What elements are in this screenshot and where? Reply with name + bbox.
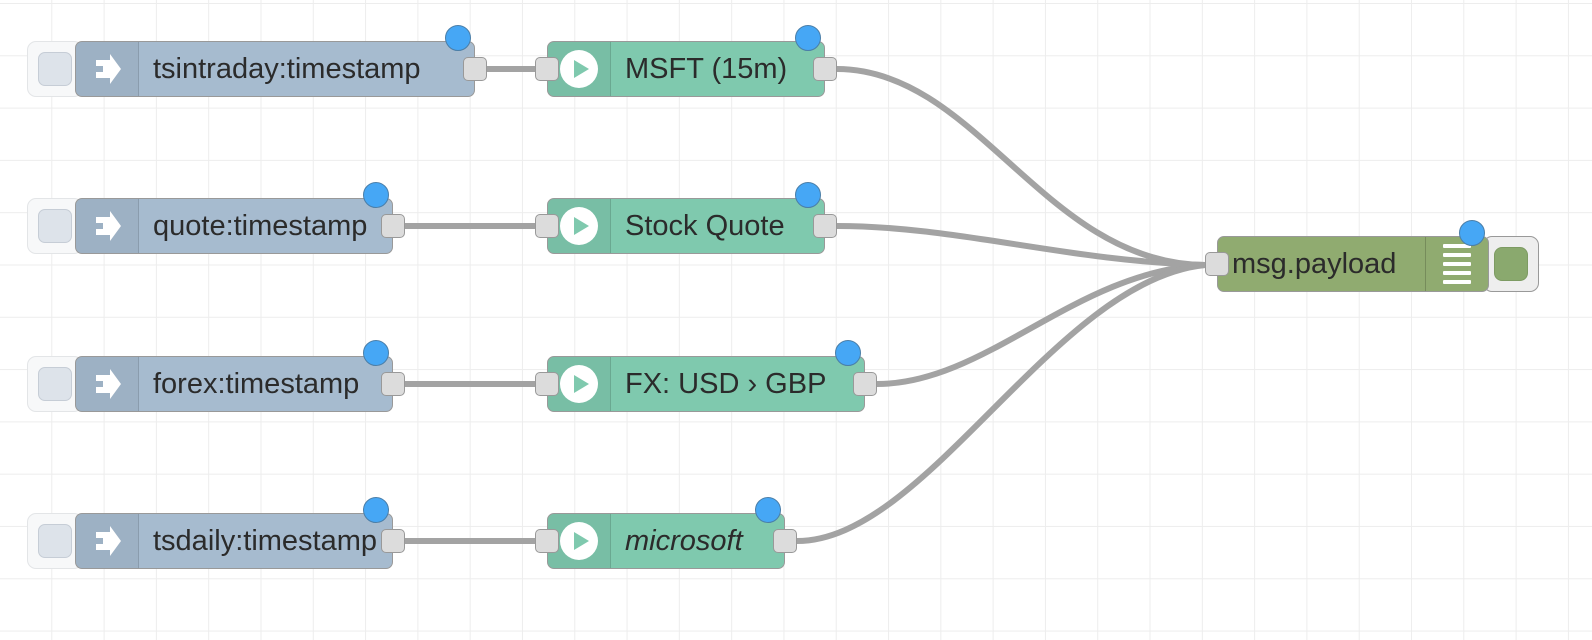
input-port[interactable] [535,372,559,396]
function-node-label: FX: USD › GBP [625,369,827,399]
inject-node-label: quote:timestamp [153,211,368,241]
debug-toggle-button-inner [1494,247,1528,281]
output-port[interactable] [773,529,797,553]
function-node-label: microsoft [625,526,743,556]
inject-node[interactable]: tsdaily:timestamp [75,513,393,569]
output-port[interactable] [381,529,405,553]
debug-node-label: msg.payload [1232,249,1397,279]
function-node-label: Stock Quote [625,211,785,241]
function-node-label: MSFT (15m) [625,54,788,84]
function-node[interactable]: MSFT (15m) [547,41,825,97]
node-status-dot [755,497,781,523]
node-status-dot [795,25,821,51]
inject-node[interactable]: tsintraday:timestamp [75,41,475,97]
node-status-dot [363,182,389,208]
inject-trigger-button[interactable] [27,356,83,412]
input-port[interactable] [1205,252,1229,276]
output-port[interactable] [381,214,405,238]
play-circle-icon [548,199,611,253]
node-status-dot [363,497,389,523]
input-port[interactable] [535,214,559,238]
output-port[interactable] [813,57,837,81]
input-port[interactable] [535,57,559,81]
inject-trigger-button-inner [38,52,72,86]
inject-trigger-button[interactable] [27,41,83,97]
function-node[interactable]: microsoft [547,513,785,569]
inject-node-label: tsdaily:timestamp [153,526,378,556]
output-port[interactable] [853,372,877,396]
output-port[interactable] [813,214,837,238]
inject-arrow-icon [76,42,139,96]
inject-trigger-button-inner [38,209,72,243]
node-status-dot [1459,220,1485,246]
function-node[interactable]: Stock Quote [547,198,825,254]
play-circle-icon [548,514,611,568]
inject-arrow-icon [76,199,139,253]
inject-arrow-icon [76,357,139,411]
inject-arrow-icon [76,514,139,568]
inject-trigger-button-inner [38,524,72,558]
node-status-dot [445,25,471,51]
output-port[interactable] [463,57,487,81]
input-port[interactable] [535,529,559,553]
node-status-dot [795,182,821,208]
node-status-dot [835,340,861,366]
inject-trigger-button-inner [38,367,72,401]
debug-node[interactable]: msg.payload [1217,236,1489,292]
inject-node-label: tsintraday:timestamp [153,54,421,84]
debug-lines-icon [1425,237,1488,291]
wire[interactable] [834,66,1208,268]
inject-trigger-button[interactable] [27,198,83,254]
node-status-dot [363,340,389,366]
function-node[interactable]: FX: USD › GBP [547,356,865,412]
wire[interactable] [834,223,1208,268]
output-port[interactable] [381,372,405,396]
inject-node[interactable]: quote:timestamp [75,198,393,254]
wire[interactable] [874,262,1208,387]
inject-node[interactable]: forex:timestamp [75,356,393,412]
debug-toggle-button[interactable] [1483,236,1539,292]
inject-node-label: forex:timestamp [153,369,360,399]
